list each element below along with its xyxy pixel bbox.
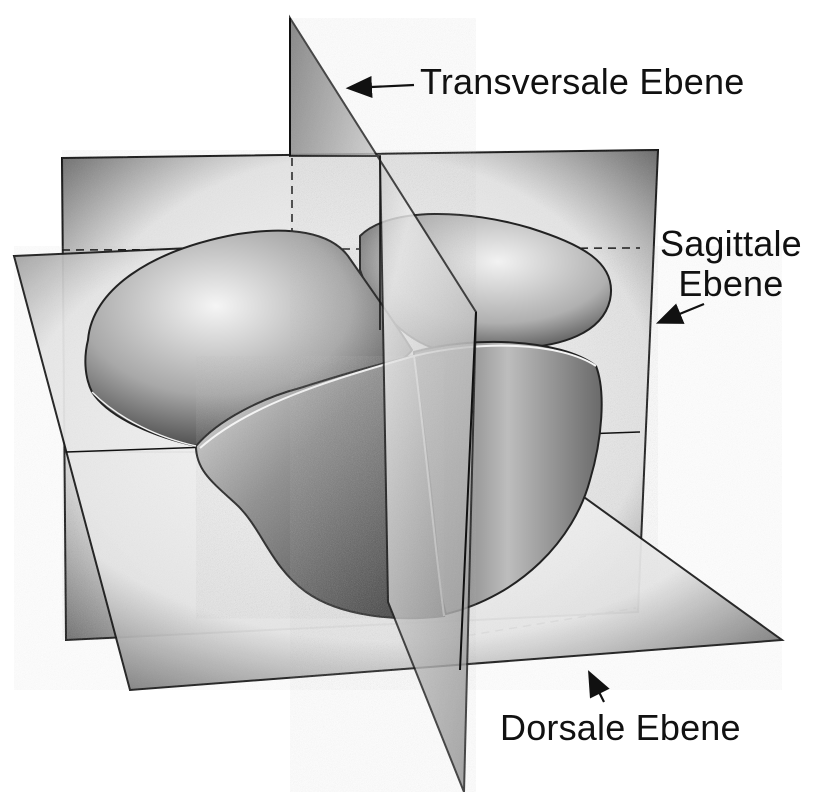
sagittal-label-line1: Sagittale xyxy=(660,224,802,264)
dorsal-arrow xyxy=(590,674,604,702)
transversal-plane-label: Transversale Ebene xyxy=(420,62,744,102)
sagittal-label-line2: Ebene xyxy=(660,264,802,304)
sagittal-plane-label: Sagittale Ebene xyxy=(660,224,802,304)
sagittal-arrow xyxy=(660,304,704,322)
dorsal-plane-label: Dorsale Ebene xyxy=(500,708,741,748)
transversal-arrow xyxy=(350,85,414,88)
